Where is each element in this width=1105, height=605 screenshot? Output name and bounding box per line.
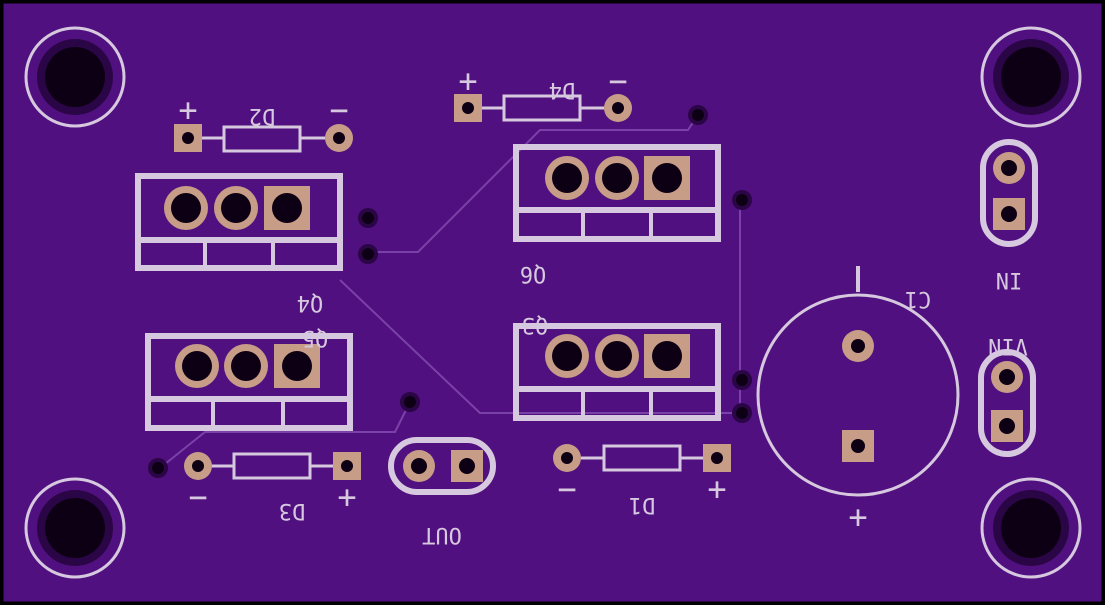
d3-designator: D3 [279,498,306,523]
d2-plus-label: + [178,91,197,129]
d3-minus-label: − [188,478,207,516]
mounting-hole-top-right [980,26,1082,128]
d1-plus-label: + [707,470,726,508]
connector-out: OUT [388,437,496,547]
d4-plus-label: + [458,62,477,100]
out-designator: OUT [422,522,462,547]
trace-q4-to-q3 [339,279,740,414]
d3-plus-label: + [337,478,356,516]
diode-d3: − + D3 [184,452,361,523]
mounting-holes [24,26,1082,579]
transistor-q5: Q5 [145,325,353,431]
q5-designator: Q5 [302,325,329,350]
transistor-q6: Q6 [513,144,721,286]
c1-plus-label: + [848,498,867,536]
d1-designator: D1 [629,492,656,517]
trace-q4-to-via [368,114,699,253]
vias [148,105,752,478]
diode-d4: + − D4 [454,62,632,122]
mounting-hole-bottom-right [980,477,1082,579]
d2-designator: D2 [249,103,276,128]
connector-in: IN [980,139,1038,292]
vin-designator: VIN [988,333,1028,358]
in-designator: IN [996,267,1023,292]
d4-designator: D4 [549,77,576,102]
d1-minus-label: − [557,470,576,508]
mounting-hole-top-left [24,26,126,128]
diode-d2: + − D2 [174,91,353,153]
q6-designator: Q6 [520,261,547,286]
trace-d3-via [159,401,411,469]
capacitor-c1: + C1 [756,266,960,536]
q4-designator: Q4 [297,290,324,315]
connector-vin: VIN [978,333,1036,457]
traces [159,114,741,469]
mounting-hole-bottom-left [24,477,126,579]
transistor-q3: Q3 [513,312,721,421]
c1-designator: C1 [905,286,932,311]
d2-minus-label: − [329,91,348,129]
q3-designator: Q3 [522,312,549,337]
diode-d1: − + D1 [553,444,731,517]
d4-minus-label: − [608,62,627,100]
transistor-q4: Q4 [135,173,343,315]
